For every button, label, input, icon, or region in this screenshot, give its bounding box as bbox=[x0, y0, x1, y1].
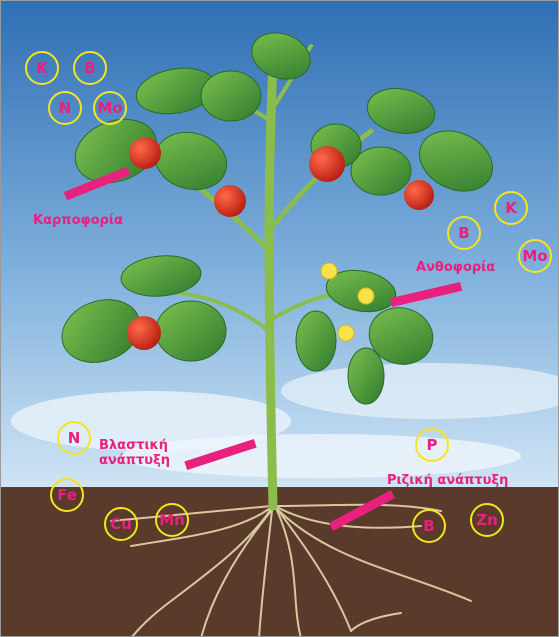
stage-label-root-growth: Ριζική ανάπτυξη bbox=[387, 473, 508, 488]
nutrient-circle: Mo bbox=[93, 91, 127, 125]
nutrient-circle: Mn bbox=[155, 503, 189, 537]
nutrient-circle: P bbox=[415, 428, 449, 462]
nutrient-circle: Mo bbox=[518, 239, 552, 273]
stage-label-flowering: Ανθοφορία bbox=[416, 260, 495, 275]
nutrient-circle: Fe bbox=[50, 478, 84, 512]
stage-label-shoot-growth: Βλαστική ανάπτυξη bbox=[99, 438, 189, 468]
nutrient-circle: K bbox=[25, 51, 59, 85]
nutrient-circle: B bbox=[447, 216, 481, 250]
nutrient-circle: Zn bbox=[470, 503, 504, 537]
nutrient-circle: N bbox=[57, 421, 91, 455]
nutrient-circle: N bbox=[48, 91, 82, 125]
nutrient-circle: K bbox=[494, 191, 528, 225]
nutrient-circle: Cu bbox=[104, 507, 138, 541]
nutrient-circle: B bbox=[412, 509, 446, 543]
nutrient-circle: B bbox=[73, 51, 107, 85]
stage-label-fruiting: Καρποφορία bbox=[33, 213, 123, 228]
